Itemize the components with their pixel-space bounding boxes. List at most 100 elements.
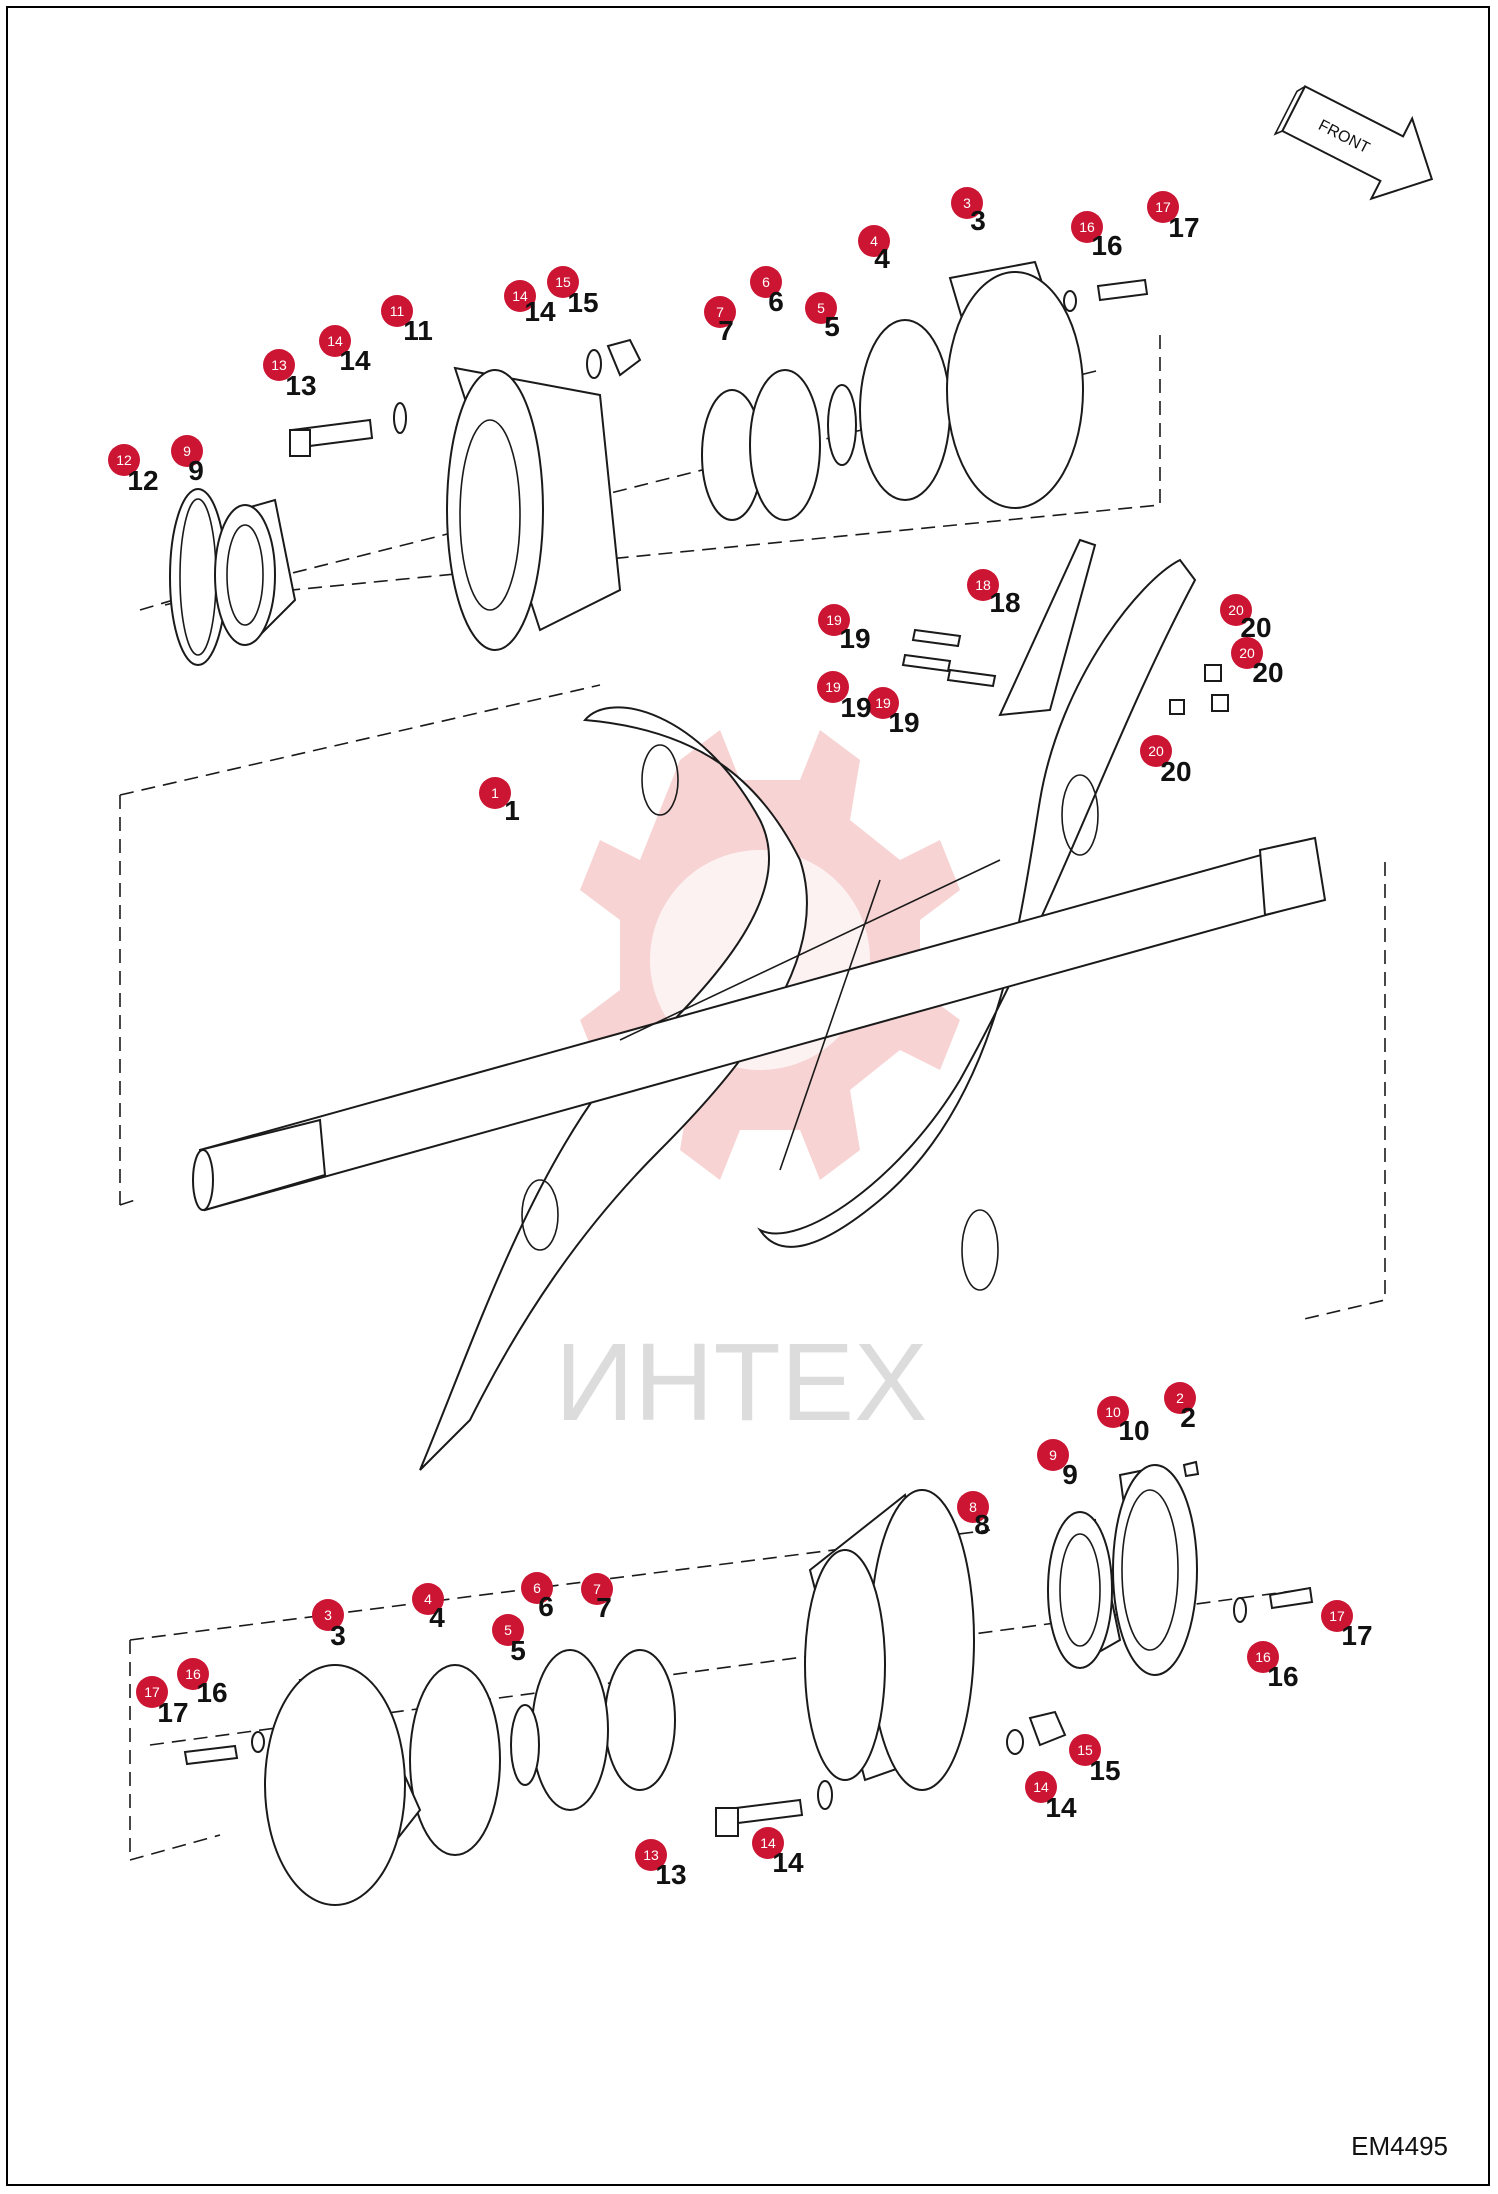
part-number-label-14: 14 (1045, 1792, 1077, 1823)
callout-badge-circle (1231, 637, 1263, 669)
part-number-label-5: 5 (824, 311, 840, 342)
part-10-cap (1112, 1464, 1198, 1676)
callout-badge-circle (319, 325, 351, 357)
part-13-bolt-lower-head (715, 1807, 739, 1837)
callout-badge-number: 17 (144, 1684, 160, 1700)
part-14-washer-lower-right (1006, 1729, 1024, 1755)
callout-badge-circle (412, 1583, 444, 1615)
part-10-cap-inner (1121, 1489, 1179, 1651)
callout-badge-circle (858, 225, 890, 257)
callout-badge-13: 13 (263, 349, 295, 381)
callout-badge-number: 5 (817, 300, 825, 316)
callout-badge-number: 1 (491, 785, 499, 801)
callout-badge-number: 9 (183, 443, 191, 459)
callout-badge-circle (108, 444, 140, 476)
callout-badge-number: 11 (390, 303, 405, 319)
callout-badge-number: 18 (975, 577, 991, 593)
callout-badge-circle (752, 1827, 784, 1859)
callout-badge-5: 5 (805, 292, 837, 324)
part-15-nut (606, 338, 642, 377)
callout-badge-number: 12 (116, 452, 132, 468)
part-number-label-17: 17 (1341, 1620, 1372, 1651)
part-number-label-14: 14 (524, 296, 556, 327)
callout-badge-circle (136, 1676, 168, 1708)
callout-badge-14: 14 (752, 1827, 784, 1859)
callout-badge-8: 8 (957, 1491, 989, 1523)
callout-badge-number: 20 (1148, 743, 1164, 759)
part-number-label-9: 9 (188, 455, 204, 486)
callout-badge-number: 9 (1049, 1447, 1057, 1463)
part-number-label-13: 13 (285, 370, 316, 401)
callout-badge-circle (312, 1599, 344, 1631)
callout-badge-number: 8 (969, 1499, 977, 1515)
part-19-bolt-b (901, 653, 952, 673)
callout-badge-number: 15 (555, 274, 571, 290)
part-20-nut-a (1204, 664, 1222, 682)
part-number-label-17: 17 (157, 1697, 188, 1728)
callout-badge-17: 17 (1147, 191, 1179, 223)
part-number-label-6: 6 (768, 286, 784, 317)
callout-badge-6: 6 (521, 1572, 553, 1604)
callout-badge-number: 14 (1033, 1779, 1049, 1795)
frame-hole-lower-right (961, 1209, 999, 1291)
callout-badge-circle (1140, 735, 1172, 767)
part-20-nut-b (1211, 694, 1229, 712)
callout-badge-circle (818, 604, 850, 636)
callout-badge-circle (1247, 1641, 1279, 1673)
shaft-journal-right (1258, 836, 1327, 917)
part-17-bolt-left (183, 1744, 239, 1766)
callout-badge-15: 15 (1069, 1734, 1101, 1766)
callout-badge-19: 19 (818, 604, 850, 636)
part-3-roller (946, 271, 1084, 509)
part-19-bolt-a (911, 628, 962, 648)
part-number-label-9: 9 (1062, 1459, 1078, 1490)
callout-badge-circle (479, 777, 511, 809)
callout-badge-18: 18 (967, 569, 999, 601)
callout-badge-7: 7 (704, 296, 736, 328)
part-4-collar (859, 319, 951, 501)
callout-badge-number: 5 (504, 1622, 512, 1638)
callout-badge-number: 19 (825, 679, 841, 695)
callout-badge-19: 19 (817, 671, 849, 703)
callout-badge-9: 9 (1037, 1439, 1069, 1471)
part-6-seal-lower (531, 1649, 609, 1811)
frame-assembly (192, 538, 1327, 1471)
part-number-label-3: 3 (970, 205, 986, 236)
part-number-label-10: 10 (1118, 1415, 1149, 1446)
callout-badge-circle (177, 1658, 209, 1690)
callout-badge-number: 7 (716, 304, 724, 320)
part-number-label-17: 17 (1168, 212, 1199, 243)
callout-badge-16: 16 (1247, 1641, 1279, 1673)
part-number-label-16: 16 (1267, 1661, 1298, 1692)
part-number-label-20: 20 (1160, 756, 1191, 787)
frame-group-boundary (119, 684, 1386, 1321)
callout-badge-16: 16 (1071, 211, 1103, 243)
callout-badge-circle (263, 349, 295, 381)
part-19-bolt-c (946, 668, 997, 688)
callout-badge-circle (581, 1573, 613, 1605)
part-number-label-14: 14 (339, 345, 371, 376)
callout-badge-13: 13 (635, 1839, 667, 1871)
callout-badge-number: 14 (512, 288, 528, 304)
callout-badge-number: 4 (870, 233, 878, 249)
part-16-lockwasher-right (1233, 1597, 1247, 1623)
callout-badge-17: 17 (136, 1676, 168, 1708)
callout-badge-circle (867, 687, 899, 719)
part-3-roller-lower (264, 1664, 406, 1906)
callout-badge-number: 19 (875, 695, 891, 711)
callout-badge-number: 3 (324, 1607, 332, 1623)
callout-badge-14: 14 (319, 325, 351, 357)
callout-badge-circle (1069, 1734, 1101, 1766)
callout-badge-19: 19 (867, 687, 899, 719)
callout-badge-number: 17 (1155, 199, 1171, 215)
callout-badge-14: 14 (504, 280, 536, 312)
callout-badge-11: 11 (381, 295, 413, 327)
frame-hole-upper-right (1061, 774, 1099, 856)
part-17-bolt-right (1268, 1586, 1314, 1610)
callout-badge-circle (805, 292, 837, 324)
part-18-scraper (998, 538, 1097, 717)
front-arrow-edge (1273, 85, 1306, 136)
callout-badge-number: 15 (1077, 1742, 1093, 1758)
part-7-seal-lower (604, 1649, 676, 1791)
